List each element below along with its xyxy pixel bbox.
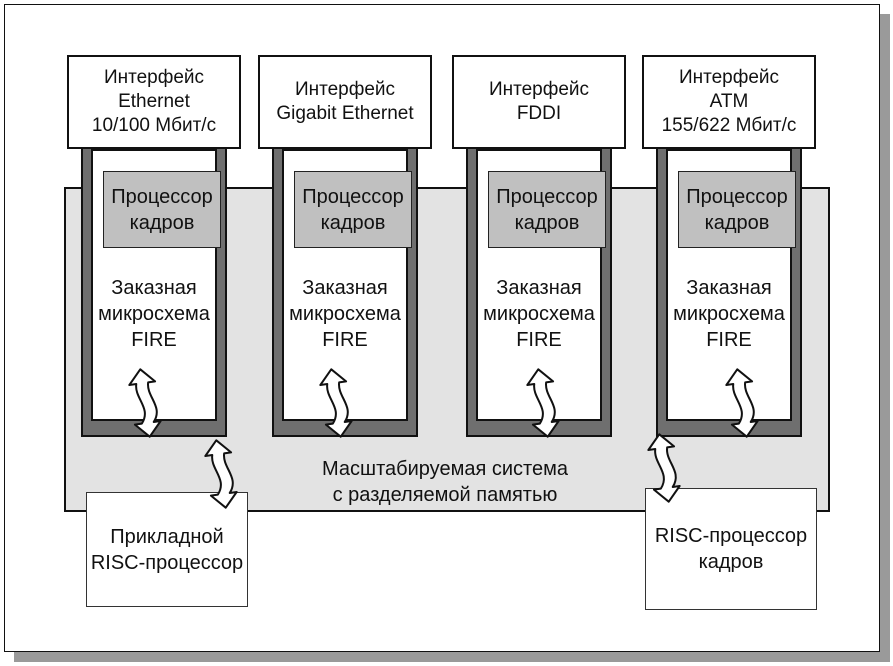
frame-processor-box: Процессор кадров xyxy=(294,171,412,248)
interface-box: Интерфейс Ethernet 10/100 Мбит/с xyxy=(67,55,241,149)
fire-chip-label: Заказная микросхема FIRE xyxy=(673,277,785,351)
fire-chip: Процессор кадров Заказная микросхема FIR… xyxy=(282,149,412,421)
interface-box: Интерфейс Gigabit Ethernet xyxy=(258,55,432,149)
interface-box: Интерфейс ATM 155/622 Мбит/с xyxy=(642,55,816,149)
fire-chip-label: Заказная микросхема FIRE xyxy=(289,277,401,351)
fire-chip: Процессор кадров Заказная микросхема FIR… xyxy=(666,149,796,421)
frame-processor-box: Процессор кадров xyxy=(678,171,796,248)
fire-chip-label: Заказная микросхема FIRE xyxy=(483,277,595,351)
fire-chip-frame: Процессор кадров Заказная микросхема FIR… xyxy=(81,147,227,437)
fire-chip: Процессор кадров Заказная микросхема FIR… xyxy=(91,149,221,421)
fire-chip-label: Заказная микросхема FIRE xyxy=(98,277,210,351)
fire-chip-frame: Процессор кадров Заказная микросхема FIR… xyxy=(656,147,802,437)
fire-chip-frame: Процессор кадров Заказная микросхема FIR… xyxy=(466,147,612,437)
frame-risc-processor: RISC-процессор кадров xyxy=(645,488,817,610)
interface-box: Интерфейс FDDI xyxy=(452,55,626,149)
shared-memory-label: Масштабируемая система с разделяемой пам… xyxy=(322,458,568,506)
application-risc-processor: Прикладной RISC-процессор xyxy=(86,492,248,607)
fire-chip: Процессор кадров Заказная микросхема FIR… xyxy=(476,149,606,421)
fire-chip-frame: Процессор кадров Заказная микросхема FIR… xyxy=(272,147,418,437)
frame-processor-box: Процессор кадров xyxy=(488,171,606,248)
frame-processor-box: Процессор кадров xyxy=(103,171,221,248)
